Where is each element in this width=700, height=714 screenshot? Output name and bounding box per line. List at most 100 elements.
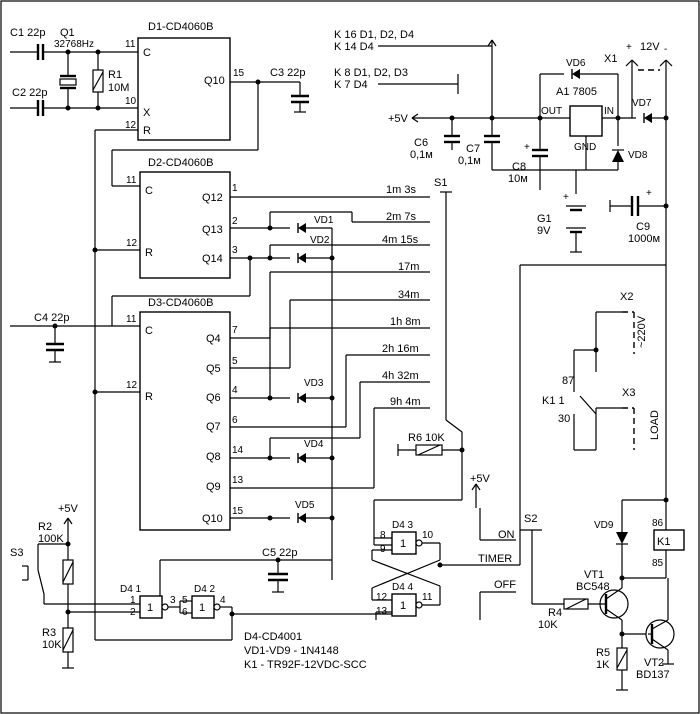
d3-n14: 14 [232, 445, 244, 456]
svg-text:4: 4 [220, 595, 226, 606]
d1-title: D1-CD4060B [148, 21, 213, 33]
plus5v-top: +5V [388, 113, 409, 125]
svg-text:1: 1 [199, 602, 205, 614]
d3-title: D3-CD4060B [148, 297, 213, 309]
x1-label: X1 [604, 53, 617, 65]
vt2-type: BD137 [636, 669, 670, 681]
s2-label: S2 [524, 513, 537, 525]
d2-n2: 2 [232, 216, 238, 227]
d2-n3: 3 [232, 245, 238, 256]
d3-q4: Q4 [206, 333, 221, 345]
a1-label: A1 7805 [556, 86, 597, 98]
on-label: ON [498, 529, 515, 541]
d4-2-label: D4 2 [194, 584, 216, 595]
s3-label: S3 [10, 547, 23, 559]
load-label: LOAD [649, 410, 661, 440]
tap-1h8m: 1h 8m [390, 316, 421, 328]
switch-s2: S2 ON OFF [479, 508, 542, 620]
c8-label: C8 [512, 161, 526, 173]
oscillator: C1 22p C2 22p Q1 32768Hz R1 10M [10, 27, 138, 116]
d3-n7: 7 [232, 325, 238, 336]
parts-legend: D4-CD4001 VD1-VD9 - 1N4148 K1 - TR92F-12… [244, 631, 367, 671]
d1-pin-c: C [143, 47, 151, 59]
vd3-label: VD3 [304, 378, 324, 389]
d2-n12: 12 [126, 238, 138, 249]
tap-4m15s: 4m 15s [382, 234, 419, 246]
c6-label: C6 [414, 137, 428, 149]
plus5v-mid: +5V [470, 473, 491, 485]
x1-plus: + [626, 42, 632, 53]
q1-freq: 32768Hz [54, 39, 94, 50]
c9-value: 1000м [628, 233, 660, 245]
power-note-k16: K 16 D1, D2, D4 [334, 29, 414, 41]
transistor-vt2: VT2 BD137 [636, 578, 675, 681]
tap-34m: 34m [398, 289, 419, 301]
c7-label: C7 [466, 143, 480, 155]
d2-pin-c: C [145, 185, 153, 197]
vt1-label: VT1 [584, 569, 604, 581]
d1-n12: 12 [125, 120, 137, 131]
d3-pin-c: C [145, 325, 153, 337]
tap-2h16m: 2h 16m [382, 343, 419, 355]
a1-out: OUT [541, 106, 562, 117]
d2-title: D2-CD4060B [148, 157, 213, 169]
r2-label: R2 [38, 521, 52, 533]
power-note-k7: K 7 D4 [334, 79, 368, 91]
r2-value: 100K [38, 533, 64, 545]
d3-q10: Q10 [202, 513, 223, 525]
d1-pin-x: X [143, 107, 151, 119]
legend-d4: D4-CD4001 [244, 631, 302, 643]
k1-coil-label: K1 [657, 536, 670, 548]
d1-pin-q10: Q10 [204, 75, 225, 87]
c5-label: C5 22p [262, 547, 297, 559]
r3-label: R3 [42, 627, 56, 639]
d4-3-label: D4 3 [392, 520, 414, 531]
d3-pin-r: R [145, 391, 153, 403]
c9-label: C9 [636, 221, 650, 233]
svg-text:3: 3 [170, 595, 176, 606]
chip-d3: D3-CD4060B C R 11 12 Q4 Q5 Q6 Q7 Q8 Q9 Q… [126, 297, 244, 531]
c7-value: 0,1м [458, 155, 481, 167]
chip-d2: D2-CD4060B C R Q12 Q13 Q14 11 12 1 2 3 [126, 157, 238, 279]
r4-label: R4 [548, 607, 562, 619]
svg-text:1: 1 [130, 595, 136, 606]
vd7-label: VD7 [632, 98, 652, 109]
c8-value: 10м [508, 173, 528, 185]
relay-contact-k1: 87 K1 1 30 [542, 347, 599, 451]
power-note-k14: K 14 D4 [334, 41, 374, 53]
d1-n11: 11 [125, 39, 136, 50]
c8-plus: + [524, 142, 530, 153]
r1-value: 10M [108, 82, 129, 94]
d2-pin-r: R [145, 247, 153, 259]
d3-n13: 13 [232, 475, 244, 486]
power-note-k8: K 8 D1, D2, D3 [334, 67, 408, 79]
g1-plus: + [563, 192, 569, 203]
k1-n85: 85 [652, 558, 664, 569]
svg-text:10: 10 [422, 530, 434, 541]
vd8-label: VD8 [628, 150, 648, 161]
gate-d4-4: 1 D4 4 12 13 11 [376, 582, 433, 617]
battery-g1: + G1 9V [537, 192, 586, 253]
vd9-label: VD9 [594, 520, 614, 531]
svg-text:1: 1 [147, 602, 153, 614]
connector-x2: X2 ~220V [595, 291, 648, 372]
plus5v-left: +5V [58, 503, 79, 515]
chip-d1: D1-CD4060B C X R Q10 11 10 12 15 [125, 21, 245, 141]
d2-pin-q13: Q13 [202, 224, 223, 236]
vt2-label: VT2 [644, 657, 664, 669]
d2-n1: 1 [232, 183, 238, 194]
q1-label: Q1 [60, 27, 75, 39]
x1-minus: - [664, 44, 667, 55]
legend-vd: VD1-VD9 - 1N4148 [244, 645, 339, 657]
timer-label: TIMER [478, 553, 512, 565]
d1-pin-r: R [143, 125, 151, 137]
r1-label: R1 [108, 69, 122, 81]
d1-n15: 15 [233, 68, 245, 79]
tap-1m3s: 1m 3s [386, 184, 416, 196]
start-circuit: +5V R2 100K S3 R3 10K [10, 503, 140, 669]
gate-d4-1: 1 D4 1 1 2 3 [120, 584, 176, 619]
x1-voltage: 12V [640, 41, 660, 53]
vd4-label: VD4 [304, 439, 324, 450]
r5-label: R5 [596, 647, 610, 659]
